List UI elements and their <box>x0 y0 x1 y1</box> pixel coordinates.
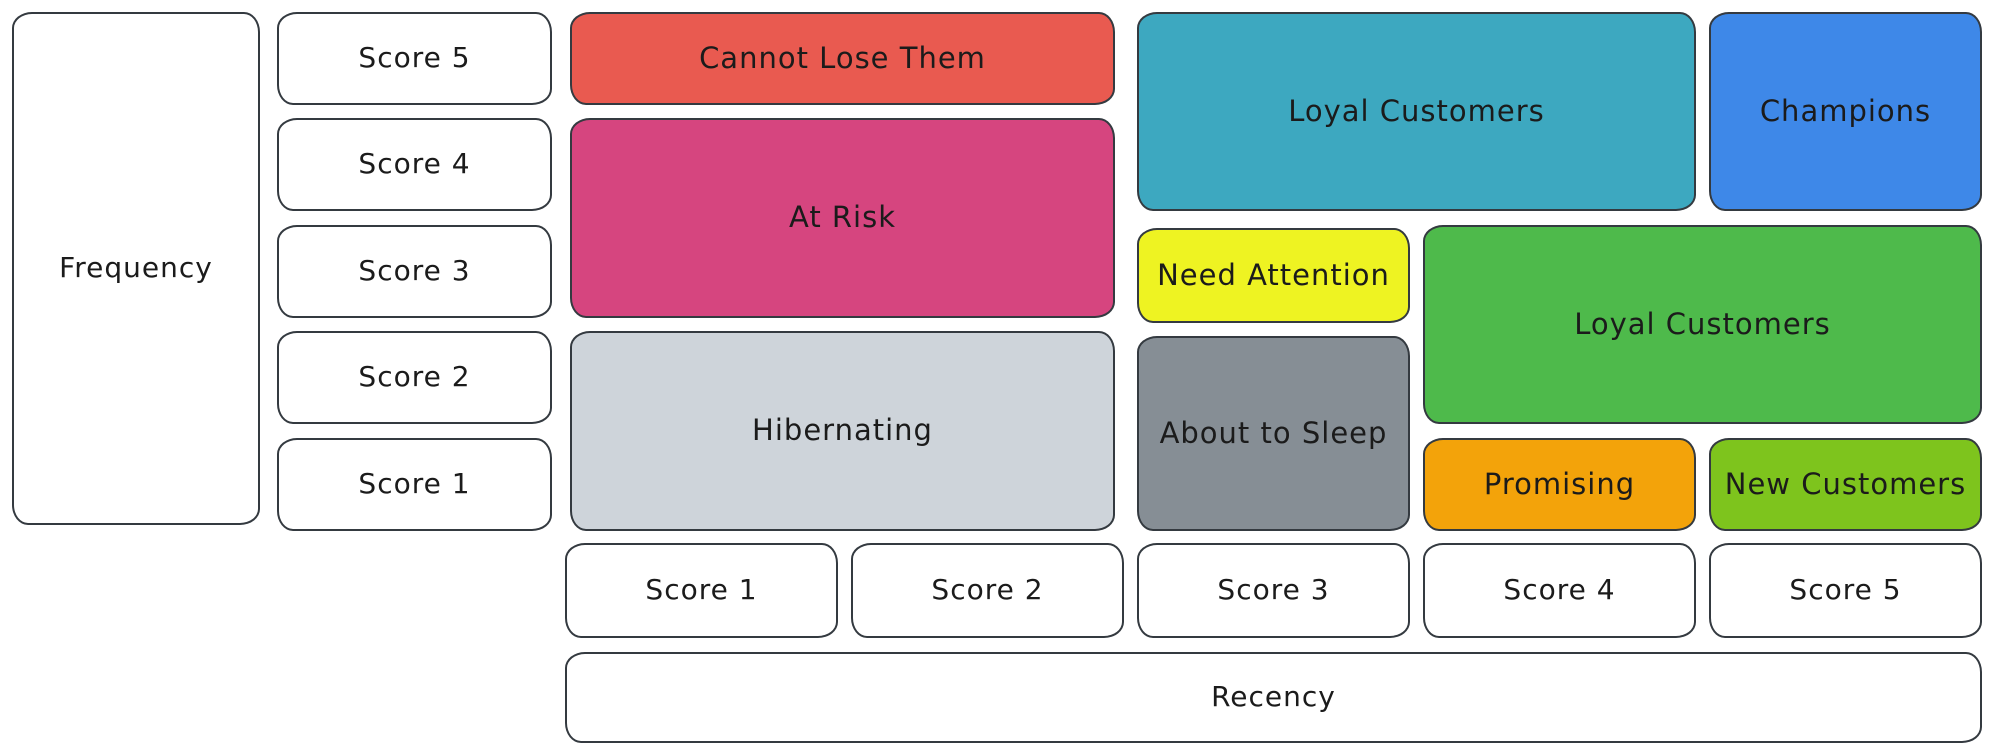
segment-loyal-customers-lower: Loyal Customers <box>1423 225 1982 424</box>
segment-new-customers: New Customers <box>1709 438 1982 531</box>
recency-score-4: Score 4 <box>1423 543 1696 638</box>
segment-loyal-customers-upper: Loyal Customers <box>1137 12 1696 211</box>
segment-promising: Promising <box>1423 438 1696 531</box>
segment-hibernating: Hibernating <box>570 331 1115 531</box>
recency-score-1: Score 1 <box>565 543 838 638</box>
segment-at-risk: At Risk <box>570 118 1115 318</box>
frequency-score-5: Score 5 <box>277 12 552 105</box>
recency-axis-label: Recency <box>565 652 1982 743</box>
frequency-score-3: Score 3 <box>277 225 552 318</box>
recency-score-5: Score 5 <box>1709 543 1982 638</box>
segment-champions: Champions <box>1709 12 1982 211</box>
recency-score-3: Score 3 <box>1137 543 1410 638</box>
segment-cannot-lose-them: Cannot Lose Them <box>570 12 1115 105</box>
frequency-score-2: Score 2 <box>277 331 552 424</box>
frequency-score-1: Score 1 <box>277 438 552 531</box>
recency-score-2: Score 2 <box>851 543 1124 638</box>
frequency-axis-label: Frequency <box>12 12 260 525</box>
segment-need-attention: Need Attention <box>1137 228 1410 323</box>
frequency-score-4: Score 4 <box>277 118 552 211</box>
segment-about-to-sleep: About to Sleep <box>1137 336 1410 531</box>
